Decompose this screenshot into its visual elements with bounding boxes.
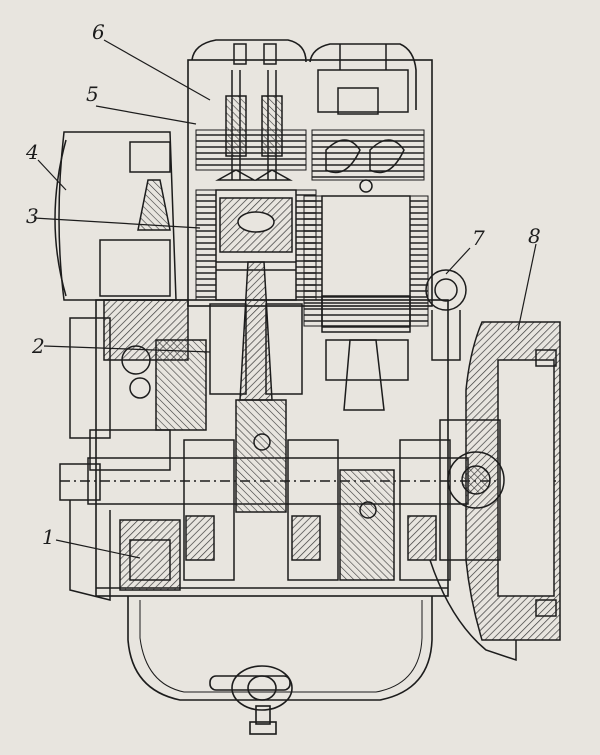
- flywheel: [439, 321, 561, 641]
- crankshaft: [60, 399, 560, 581]
- valve-cover-right: [309, 43, 417, 110]
- oil-pan: [127, 596, 433, 701]
- label-5: 5: [86, 82, 99, 106]
- breather-cap: [425, 269, 467, 361]
- fan-housing: [54, 131, 177, 301]
- label-1: 1: [42, 525, 55, 549]
- leader-lines: [33, 39, 537, 559]
- label-7: 7: [472, 226, 485, 250]
- label-8: 8: [528, 224, 541, 248]
- label-3: 3: [26, 204, 39, 228]
- valve-cover-left: [191, 39, 307, 63]
- drain-plug: [209, 665, 293, 735]
- label-2: 2: [32, 334, 45, 358]
- label-4: 4: [26, 140, 39, 164]
- connecting-rod-left: [239, 261, 273, 401]
- timing-gear-assembly: [59, 299, 207, 601]
- label-6: 6: [92, 20, 105, 44]
- connecting-rod-right: [343, 339, 385, 411]
- valves-left: [215, 43, 293, 181]
- oil-pump: [129, 539, 171, 581]
- piston-right: [321, 295, 411, 333]
- cylinder-head-right: [317, 44, 409, 193]
